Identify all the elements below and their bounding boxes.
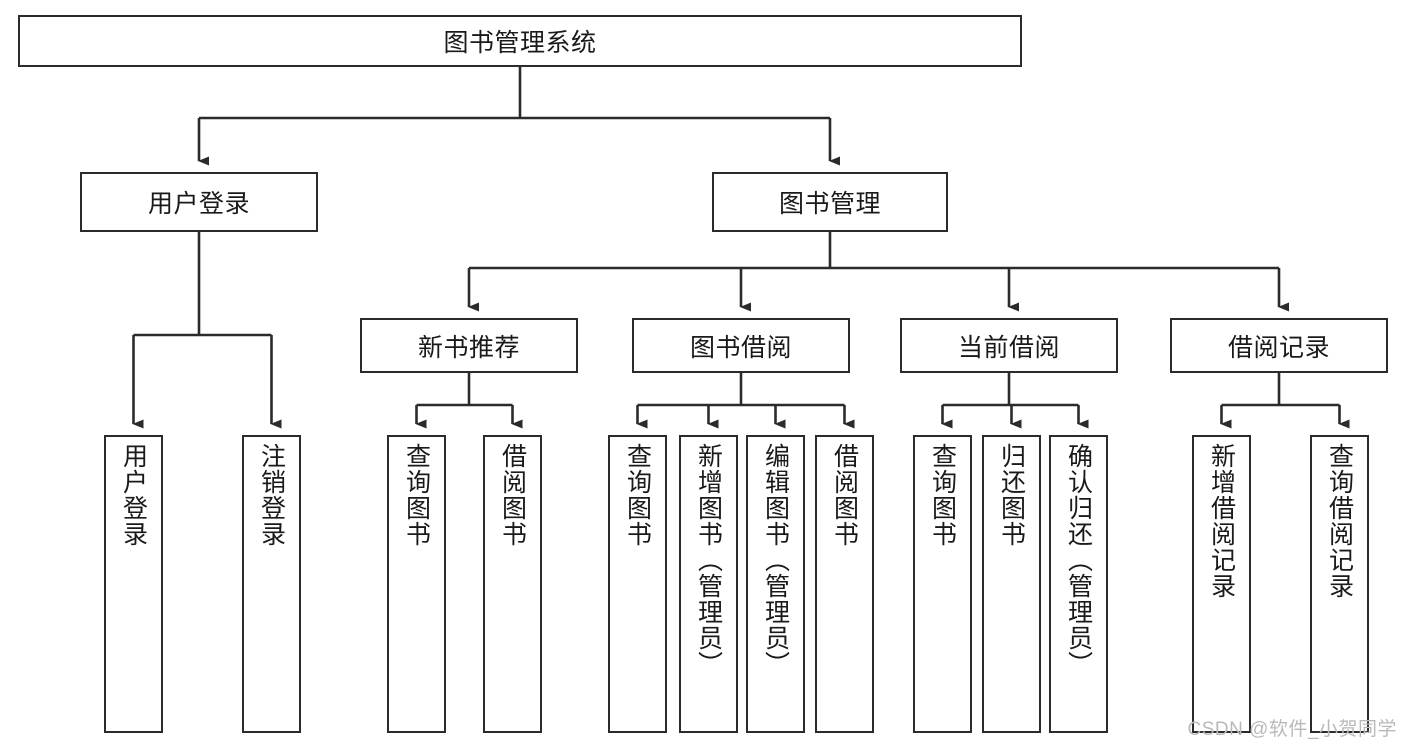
node-leaf9[interactable]: 查询图书 — [913, 435, 972, 733]
node-label: 图书管理 — [778, 190, 881, 218]
node-l1a[interactable]: 用户登录 — [80, 172, 318, 232]
node-label: 借阅图书 — [498, 443, 527, 547]
node-label: 借阅记录 — [1227, 333, 1330, 362]
node-label: 查询图书 — [623, 443, 652, 547]
node-l2a[interactable]: 新书推荐 — [360, 318, 578, 373]
node-label: 用户登录 — [119, 443, 148, 547]
node-l1b[interactable]: 图书管理 — [712, 172, 948, 232]
node-label: 归还图书 — [997, 443, 1026, 547]
node-l2c[interactable]: 当前借阅 — [900, 318, 1118, 373]
node-l2b[interactable]: 图书借阅 — [632, 318, 850, 373]
node-label: 确认归还（管理员） — [1064, 443, 1093, 677]
node-l2d[interactable]: 借阅记录 — [1170, 318, 1388, 373]
node-leaf8[interactable]: 借阅图书 — [815, 435, 874, 733]
node-label: 查询图书 — [402, 443, 431, 547]
node-leaf13[interactable]: 查询借阅记录 — [1310, 435, 1369, 733]
node-label: 新增图书（管理员） — [694, 443, 723, 677]
node-label: 当前借阅 — [957, 333, 1060, 362]
node-label: 新书推荐 — [417, 333, 520, 362]
node-leaf3[interactable]: 查询图书 — [387, 435, 446, 733]
node-leaf2[interactable]: 注销登录 — [242, 435, 301, 733]
node-leaf10[interactable]: 归还图书 — [982, 435, 1041, 733]
node-leaf4[interactable]: 借阅图书 — [483, 435, 542, 733]
node-label: 图书管理系统 — [443, 29, 597, 57]
node-leaf5[interactable]: 查询图书 — [608, 435, 667, 733]
node-label: 查询借阅记录 — [1325, 443, 1354, 599]
watermark-label: CSDN @软件_小贺同学 — [1187, 719, 1397, 740]
node-root[interactable]: 图书管理系统 — [18, 15, 1022, 67]
node-leaf12[interactable]: 新增借阅记录 — [1192, 435, 1251, 733]
node-label: 用户登录 — [147, 190, 250, 218]
node-leaf11[interactable]: 确认归还（管理员） — [1049, 435, 1108, 733]
node-label: 注销登录 — [257, 443, 286, 547]
node-leaf6[interactable]: 新增图书（管理员） — [679, 435, 738, 733]
node-leaf7[interactable]: 编辑图书（管理员） — [746, 435, 805, 733]
node-label: 编辑图书（管理员） — [761, 443, 790, 677]
node-leaf1[interactable]: 用户登录 — [104, 435, 163, 733]
node-label: 借阅图书 — [830, 443, 859, 547]
node-label: 图书借阅 — [689, 333, 792, 362]
node-label: 新增借阅记录 — [1207, 443, 1236, 599]
node-label: 查询图书 — [928, 443, 957, 547]
